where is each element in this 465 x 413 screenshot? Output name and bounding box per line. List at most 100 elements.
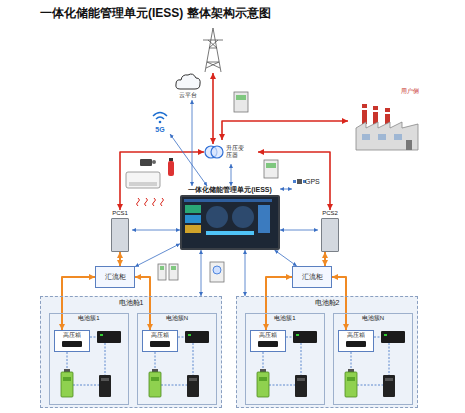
cabinet-body	[111, 218, 129, 252]
factory-icon	[394, 134, 402, 140]
factory-icon	[362, 134, 370, 140]
heater-icon	[137, 198, 164, 206]
cloud-platform: 云平台	[172, 70, 204, 100]
node-label: 电池簇1	[78, 315, 99, 322]
factory-icon	[362, 104, 367, 124]
cluster-equipment	[149, 331, 209, 397]
connector	[280, 189, 292, 190]
pylon	[203, 28, 223, 72]
fire-extinguisher-icon	[168, 161, 174, 176]
factory-icon	[406, 140, 412, 150]
gps: GPS	[292, 172, 324, 192]
cabin-ground	[236, 296, 418, 408]
connector	[201, 250, 202, 296]
sensor-icon	[210, 262, 224, 282]
connector	[231, 164, 232, 186]
screen-ui	[185, 225, 201, 233]
connector	[280, 230, 318, 231]
high-voltage-box: 高压箱	[142, 330, 178, 352]
air-conditioner-icon	[126, 172, 160, 188]
satellite-icon	[293, 179, 306, 184]
screen-ui	[184, 199, 272, 202]
connector	[62, 277, 95, 330]
meter-icon	[158, 264, 178, 280]
cabinet-body	[321, 218, 339, 252]
combiner-cabinet: 汇流柜	[292, 266, 332, 288]
camera-icon	[140, 159, 156, 166]
sensor-icon	[213, 266, 221, 274]
factory-icon	[356, 104, 418, 150]
node-label: 电池舱2	[315, 299, 340, 307]
screen-ui	[258, 205, 270, 233]
battery-cabin: 电池舱1电池簇1高压箱电池簇N高压箱	[40, 296, 222, 408]
connector	[324, 252, 326, 266]
camera-icon	[140, 159, 152, 166]
screen-ui	[206, 206, 228, 228]
device-body	[346, 341, 366, 347]
node-label: PCS1	[112, 210, 128, 217]
satellite-icon	[293, 180, 296, 183]
grid-line	[212, 73, 214, 144]
fire-extinguisher-icon	[169, 158, 173, 161]
node-label: 一体化储能管理单元(iESS)	[188, 186, 272, 194]
meter-icon	[264, 160, 278, 178]
camera-icon	[152, 160, 156, 164]
screen-ui	[232, 206, 254, 228]
meter-icon	[264, 160, 278, 178]
sensor-icon	[210, 262, 224, 282]
iess-unit: 一体化储能管理单元(iESS)	[180, 186, 280, 250]
pcs-cabinet: PCS1	[108, 210, 132, 252]
connector	[192, 100, 193, 186]
meter-icon	[266, 163, 276, 168]
cluster-equipment	[345, 331, 405, 397]
cabin-ground	[40, 296, 222, 408]
connector	[275, 250, 297, 266]
transformer-icon	[211, 146, 223, 158]
node-label: 云平台	[179, 92, 197, 99]
cloud-icon	[176, 74, 200, 89]
battery-cluster: 电池簇N高压箱	[137, 313, 217, 405]
connector	[132, 230, 180, 231]
screen-ui	[206, 231, 254, 235]
factory-icon	[385, 108, 390, 124]
connector	[170, 134, 207, 186]
factory-icon	[362, 108, 367, 110]
meter-icon	[158, 264, 166, 280]
node-label: 高压箱	[63, 332, 81, 339]
device-body	[150, 341, 170, 347]
transformer: 升压变压器	[204, 140, 258, 164]
pylon	[203, 28, 223, 72]
transformer-icon	[205, 146, 223, 158]
meter-icon	[234, 92, 248, 112]
meter-icon	[171, 266, 176, 270]
high-voltage-box: 高压箱	[54, 330, 90, 352]
high-voltage-box: 高压箱	[338, 330, 374, 352]
meter-icon	[234, 92, 248, 112]
meter-icon	[236, 95, 246, 100]
air-conditioner-icon	[129, 185, 157, 186]
factory-icon	[385, 112, 390, 114]
device-body	[62, 341, 82, 347]
node-label: PCS2	[322, 210, 338, 217]
connector	[135, 244, 180, 267]
wifi-icon	[159, 121, 162, 124]
cluster-equipment	[61, 331, 121, 397]
node-label: 高压箱	[347, 332, 365, 339]
node-label: GPS	[305, 178, 320, 186]
node-label: 电池簇1	[274, 315, 295, 322]
node-label: 升压变压器	[226, 145, 246, 159]
node-label: 电池簇N	[362, 315, 384, 322]
battery-cluster: 电池簇1 高压箱	[245, 313, 325, 405]
screen-ui	[185, 215, 201, 223]
air-conditioner-icon	[126, 172, 160, 188]
wifi-icon	[153, 113, 167, 124]
connector	[119, 252, 121, 266]
meter-icon	[160, 266, 164, 270]
network-5g: 5G	[148, 106, 172, 134]
combiner-cabinet: 汇流柜	[95, 266, 135, 288]
node-label: 高压箱	[259, 332, 277, 339]
node-label: 汇流柜	[105, 273, 126, 281]
screen-ui	[185, 205, 201, 213]
air-conditioner-icon	[129, 183, 157, 184]
pcs-cabinet: PCS2	[318, 210, 342, 252]
